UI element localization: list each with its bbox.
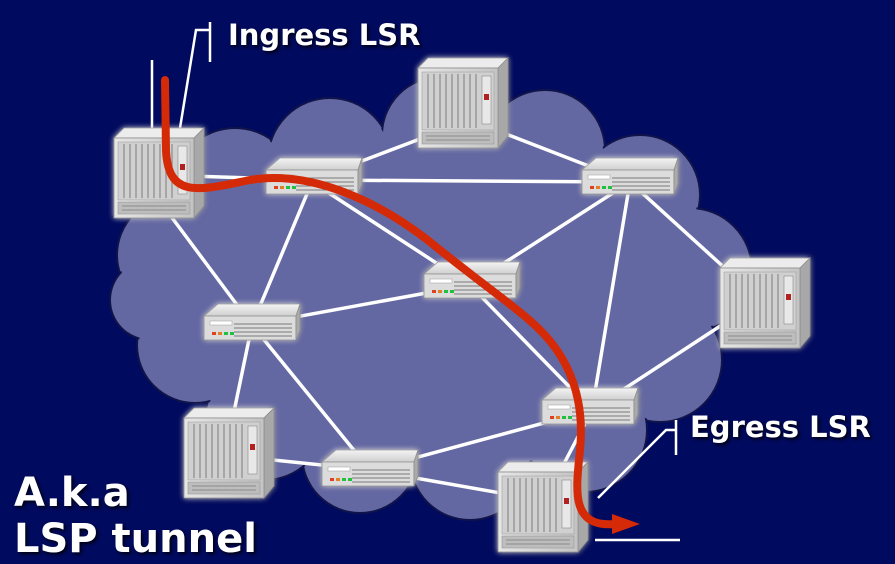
ingress-lsr-label: Ingress LSR: [228, 18, 421, 52]
egress-callout: [597, 428, 676, 499]
egress-lsr-label: Egress LSR: [690, 410, 871, 444]
link: [590, 180, 632, 412]
lsp-tunnel-arrowhead: [612, 514, 640, 534]
link: [250, 180, 314, 327]
lsp-tunnel-arrow: [161, 76, 640, 534]
link: [250, 323, 372, 472]
router-icon: [321, 449, 419, 487]
router-icon: [541, 387, 639, 425]
rack-switch-icon: [417, 57, 509, 149]
aka-line-2: LSP tunnel: [14, 516, 257, 562]
link: [310, 178, 632, 184]
router-icon: [581, 157, 679, 195]
rack-switch-icon: [113, 127, 205, 219]
router-icon: [203, 303, 301, 341]
ingress-callout: [178, 28, 210, 129]
aka-line-1: A.k.a: [14, 470, 130, 516]
rack-switch-icon: [719, 257, 811, 349]
aka-caption: A.k.a LSP tunnel: [14, 470, 257, 562]
lsp-tunnel-path: [161, 76, 619, 529]
